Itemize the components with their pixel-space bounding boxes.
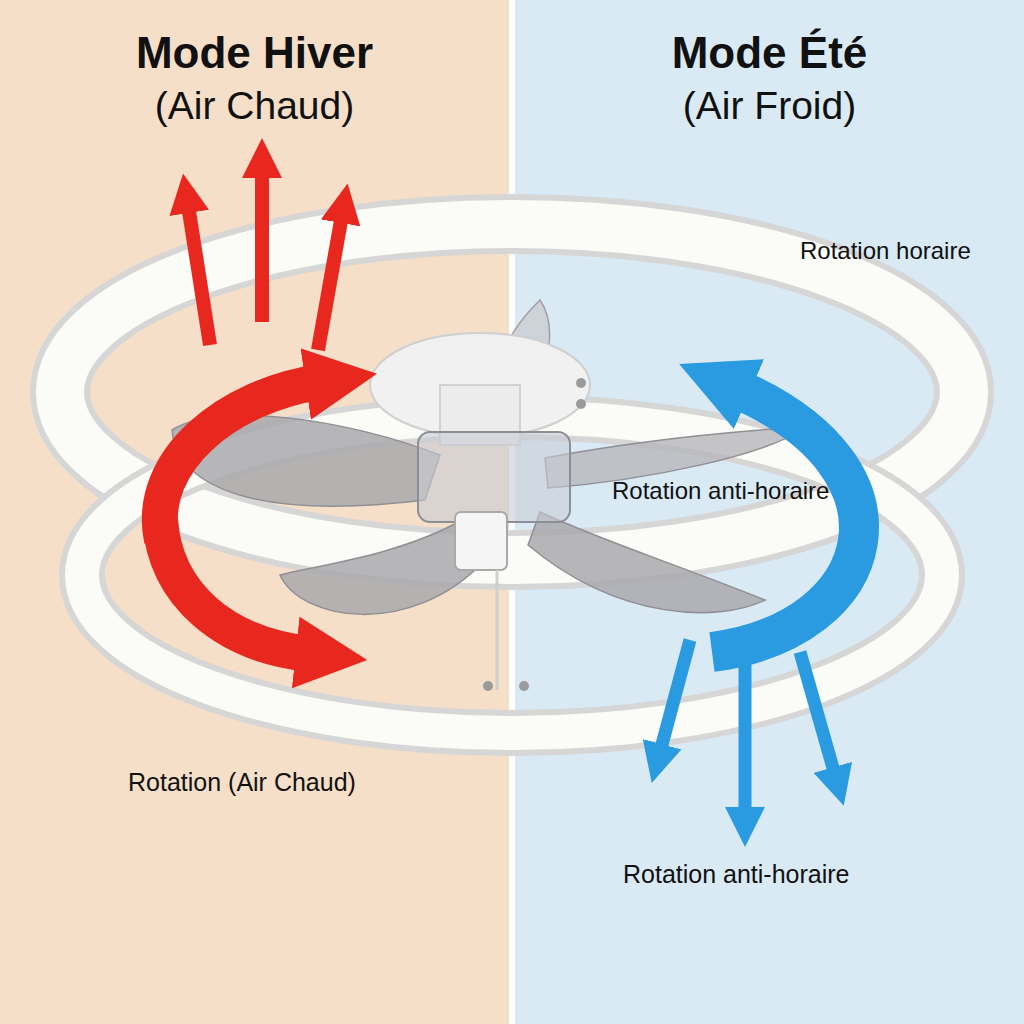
rotation-label: Rotation anti-horaire	[612, 477, 829, 505]
rotation-label: Rotation horaire	[800, 237, 971, 265]
rotation-label: Rotation anti-horaire	[623, 860, 850, 889]
mode-heading: Mode Hiver	[0, 28, 509, 79]
mode-subheading: (Air Froid)	[515, 84, 1024, 129]
winter-panel: Mode Hiver (Air Chaud) Rotation (Air Chaud…	[0, 0, 509, 1024]
rotation-label: Rotation (Air Chaud)	[128, 768, 356, 797]
summer-panel: Mode Été (Air Froid) Rotation horaireRotat…	[515, 0, 1024, 1024]
mode-heading: Mode Été	[515, 28, 1024, 79]
mode-subheading: (Air Chaud)	[0, 84, 509, 129]
